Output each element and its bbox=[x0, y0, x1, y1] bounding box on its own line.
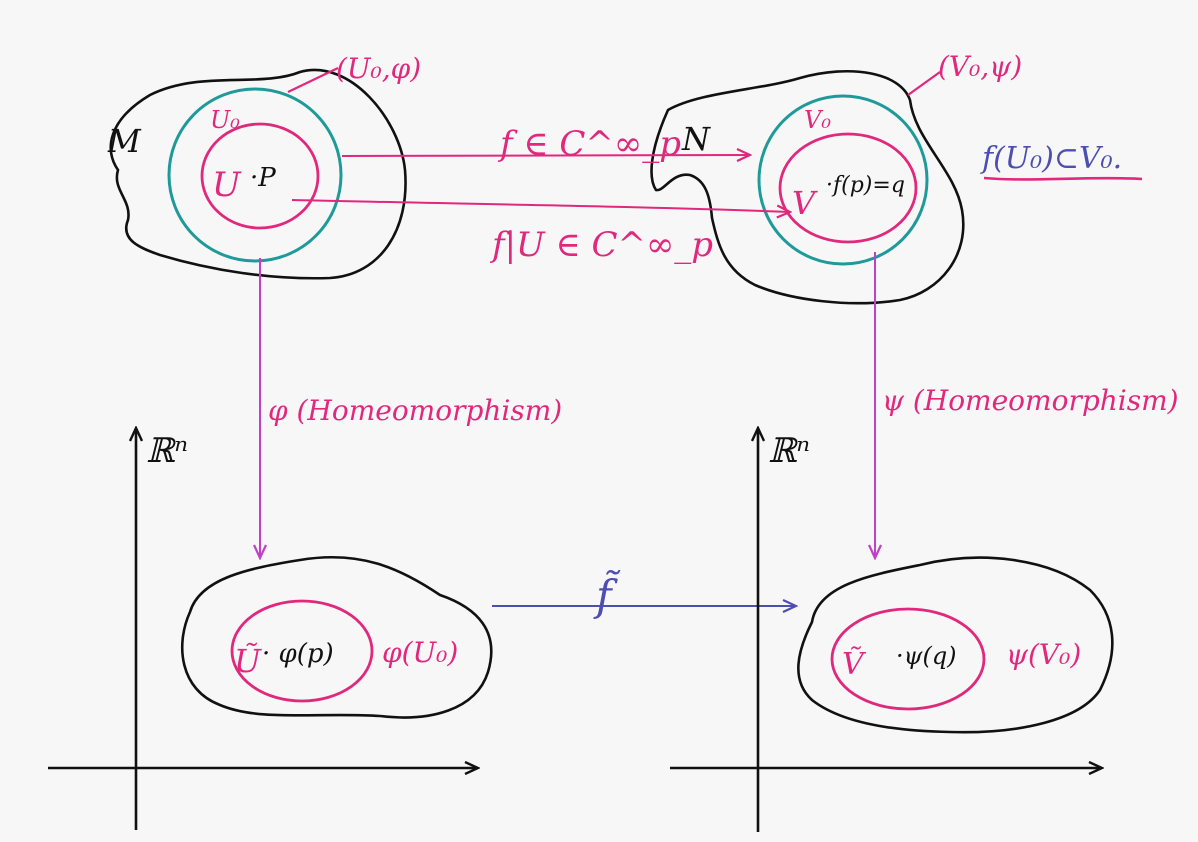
manifold-n-outline bbox=[650, 69, 965, 305]
point-q-label: ·f(p)=q bbox=[826, 173, 905, 198]
domain-v0-label: V₀ bbox=[804, 106, 831, 134]
chart-m-label: (U₀,φ) bbox=[336, 52, 421, 85]
point-phi-p-label: · φ(p) bbox=[262, 639, 334, 669]
open-set-v bbox=[778, 132, 918, 244]
chart-domain-circle-u0 bbox=[167, 87, 343, 263]
point-psi-q-label: ·ψ(q) bbox=[896, 642, 957, 670]
chart-n-leader bbox=[907, 71, 941, 96]
manifold-m-name: M bbox=[107, 122, 142, 160]
region-psi-v0-label: ψ(V₀) bbox=[1006, 638, 1081, 671]
manifold-n-name: N bbox=[681, 120, 711, 158]
point-p-label: ·P bbox=[250, 163, 276, 193]
inclusion-note: f(U₀)⊂V₀. bbox=[980, 141, 1122, 176]
chart-domain-circle-v0 bbox=[757, 94, 929, 266]
arrow-psi-label: ψ (Homeomorphism) bbox=[882, 384, 1179, 417]
subset-u-tilde-label: Ũ bbox=[234, 642, 262, 680]
open-set-u-tilde bbox=[230, 599, 374, 703]
open-set-u bbox=[200, 122, 320, 230]
arrow-phi-label: φ (Homeomorphism) bbox=[268, 394, 562, 427]
arrow-f-restricted bbox=[291, 199, 790, 212]
manifold-m-outline bbox=[109, 68, 407, 280]
region-phi-u0-label: φ(U₀) bbox=[382, 636, 458, 669]
chart-m-leader bbox=[287, 67, 339, 93]
arrow-f-restricted-label: f|U ∈ C^∞_p bbox=[489, 225, 713, 265]
subset-v-tilde-label: Ṽ bbox=[842, 646, 867, 682]
subset-v-label: V bbox=[792, 184, 818, 222]
arrow-f bbox=[341, 155, 750, 156]
psi-v0-region bbox=[797, 556, 1114, 734]
domain-u0-label: U₀ bbox=[210, 106, 240, 134]
left-axis-label: ℝⁿ bbox=[146, 431, 188, 471]
subset-u-label: U bbox=[212, 165, 242, 205]
phi-u0-region bbox=[180, 556, 493, 719]
chart-n-label: (V₀,ψ) bbox=[938, 50, 1022, 83]
arrow-f-label: f ∈ C^∞_p bbox=[497, 124, 681, 164]
inclusion-note-underline bbox=[983, 176, 1143, 181]
arrow-f-tilde-label: f̃ bbox=[593, 569, 621, 620]
open-set-v-tilde bbox=[830, 607, 986, 711]
right-axis-label: ℝⁿ bbox=[768, 431, 810, 471]
